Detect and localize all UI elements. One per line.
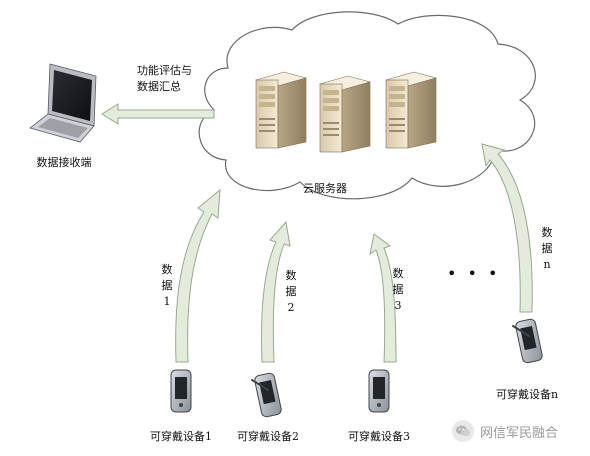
server-icon <box>318 75 372 153</box>
data-arrow-n <box>481 143 533 313</box>
flow-label-line-1: 功能评估与 <box>137 64 192 77</box>
device-label-3: 可穿戴设备3 <box>348 430 410 443</box>
server-icon <box>384 71 438 149</box>
wechat-icon <box>452 420 474 442</box>
device-label-2: 可穿戴设备2 <box>237 430 299 443</box>
server-icon <box>254 71 308 149</box>
watermark-text: 网信军民融合 <box>480 425 559 441</box>
device-label-1: 可穿戴设备1 <box>150 430 212 443</box>
wearable-device-icon <box>512 318 543 364</box>
laptop-icon <box>29 63 97 143</box>
wearable-device-icon <box>368 369 390 413</box>
flow-label-line-2: 数据汇总 <box>137 80 181 93</box>
data-arrow-3 <box>369 233 397 363</box>
data-arrow-2 <box>261 220 291 363</box>
arrow-to-receiver <box>101 103 215 125</box>
watermark: 网信军民融合 <box>452 420 558 442</box>
receiver-label: 数据接收端 <box>36 156 92 169</box>
ellipsis: • • • <box>447 264 501 283</box>
device-label-n: 可穿戴设备n <box>495 388 559 401</box>
cloud-server-label: 云服务器 <box>303 182 347 195</box>
data-arrow-1 <box>175 188 221 363</box>
wearable-device-icon <box>251 372 282 418</box>
wearable-device-icon <box>170 369 192 413</box>
